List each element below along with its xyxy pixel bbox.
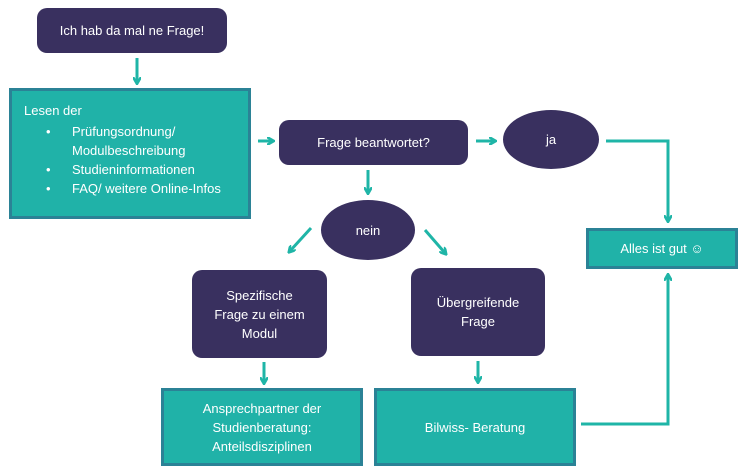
no-node: nein (321, 200, 415, 260)
connector-bilwiss-to-good (581, 276, 668, 426)
bullet-icon: • (46, 181, 51, 196)
arrow-no-to-general (423, 229, 445, 253)
read-docs-list: • Prüfungsordnung/ Modulbeschreibung • S… (24, 122, 238, 198)
read-docs-title: Lesen der (24, 103, 82, 118)
bilwiss-counseling-label: Bilwiss- Beratung (424, 419, 526, 435)
no-label: nein (355, 222, 381, 238)
question-answered-node: Frage beantwortet? (279, 120, 468, 165)
start-label: Ich hab da mal ne Frage! (59, 23, 205, 38)
bilwiss-counseling-node: Bilwiss- Beratung (374, 388, 576, 466)
read-docs-node: Lesen der • Prüfungsordnung/ Modulbeschr… (9, 88, 251, 219)
yes-label: ja (545, 132, 557, 147)
bullet-icon: • (46, 124, 51, 139)
all-good-node: Alles ist gut ☺ (586, 228, 738, 269)
all-good-label: Alles ist gut ☺ (620, 241, 704, 256)
read-docs-item: • Prüfungsordnung/ Modulbeschreibung (46, 124, 186, 158)
question-answered-label: Frage beantwortet? (317, 135, 430, 150)
connector-yes-to-good (606, 139, 668, 220)
specific-question-node: Spezifische Frage zu einem Modul (192, 270, 327, 358)
contact-person-node: Ansprechpartner der Studienberatung: Ant… (161, 388, 363, 466)
start-node: Ich hab da mal ne Frage! (37, 8, 227, 53)
yes-node: ja (503, 110, 599, 169)
bullet-icon: • (46, 162, 51, 177)
read-docs-item: • Studieninformationen (46, 162, 195, 177)
arrow-no-to-specific (290, 226, 313, 251)
read-docs-item: • FAQ/ weitere Online-Infos (46, 181, 221, 196)
general-question-node: Übergreifende Frage (411, 268, 545, 356)
